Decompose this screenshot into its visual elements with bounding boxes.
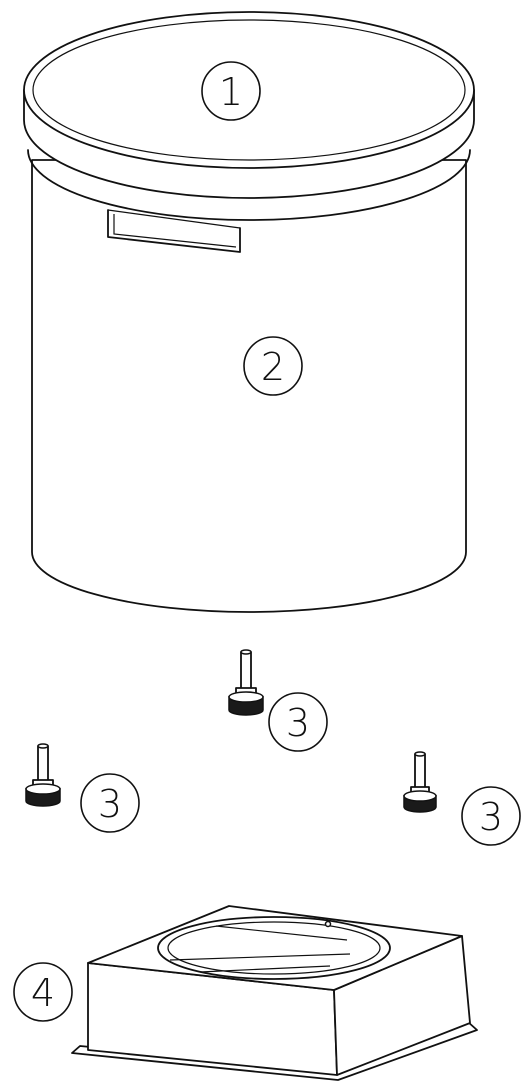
callout-3-center-number: 3	[286, 701, 310, 745]
callout-4: 4	[13, 962, 73, 1022]
cylinder-body	[31, 159, 467, 613]
callout-3-left: 3	[80, 773, 140, 833]
callout-1: 1	[201, 61, 261, 121]
callout-3-right: 3	[461, 786, 521, 846]
square-base	[71, 905, 478, 1081]
leveling-foot-left	[25, 743, 61, 807]
callout-4-number: 4	[31, 971, 55, 1015]
callout-3-center: 3	[268, 692, 328, 752]
callout-2: 2	[243, 336, 303, 396]
callout-3-right-number: 3	[479, 795, 503, 839]
callout-3-left-number: 3	[98, 782, 122, 826]
lid	[23, 11, 475, 221]
callout-2-number: 2	[261, 345, 285, 389]
leveling-foot-center	[228, 649, 264, 716]
callout-1-number: 1	[219, 70, 243, 114]
leveling-foot-right	[403, 751, 437, 813]
